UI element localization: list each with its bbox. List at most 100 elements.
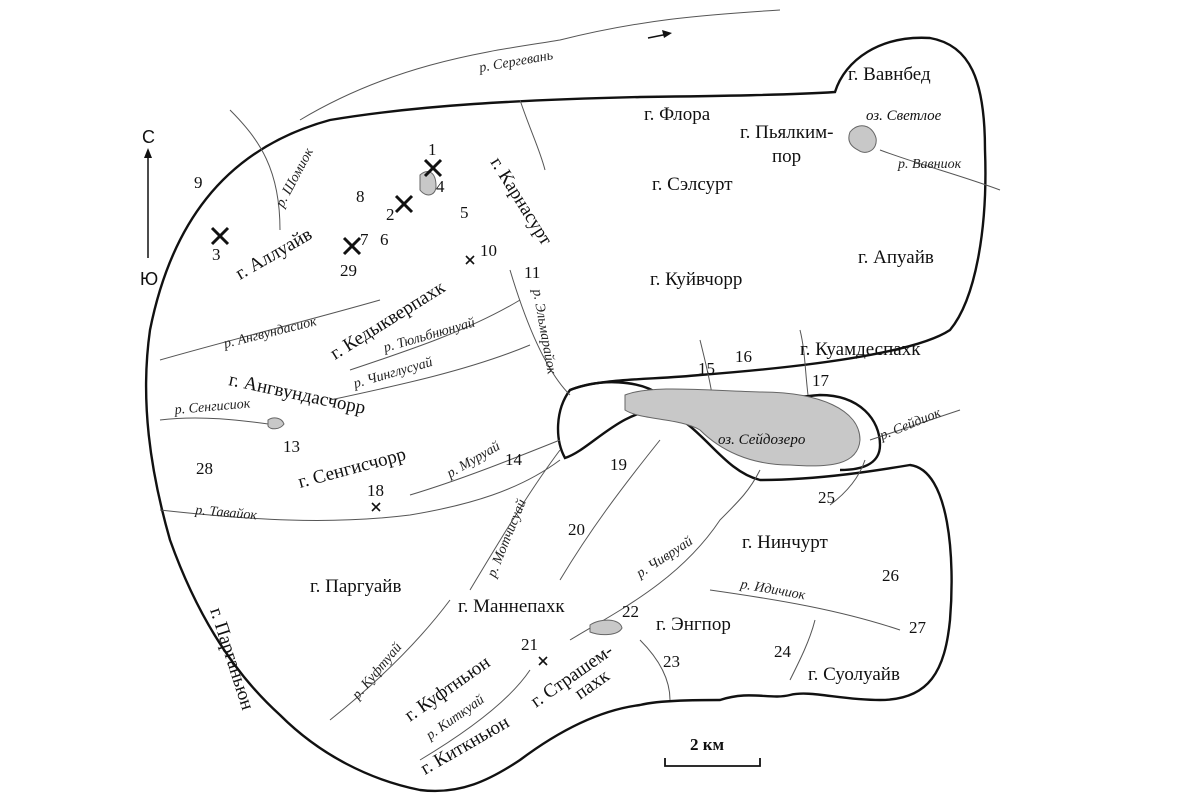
mountain-vavnbed: г. Вавнбед bbox=[848, 64, 931, 85]
lake-seidozero bbox=[624, 388, 861, 467]
mountain-pyalkimpor-1: г. Пьялким- bbox=[740, 122, 834, 143]
lake-svetloe-label: оз. Светлое bbox=[866, 108, 942, 124]
river-sengisiok: р. Сенгисиок bbox=[173, 396, 251, 418]
stream-23 bbox=[639, 639, 671, 701]
mine-symbol-1 bbox=[423, 158, 443, 178]
mountain-kuamdespakhk: г. Куамдеспахк bbox=[800, 339, 921, 360]
flow-arrow-icon bbox=[647, 30, 672, 39]
point-5: 5 bbox=[460, 203, 469, 222]
lake-upper bbox=[419, 171, 437, 196]
stream-seidiok bbox=[869, 409, 961, 441]
river-kuftuai: р. Куфтуай bbox=[349, 640, 405, 703]
river-tavaiok: р. Тавайок bbox=[194, 503, 258, 523]
stream-sergevan bbox=[299, 9, 781, 121]
point-24: 24 bbox=[774, 642, 792, 661]
compass: С Ю bbox=[140, 127, 158, 289]
compass-north: С bbox=[142, 127, 155, 147]
mountain-suoluaiv: г. Суолуайв bbox=[808, 664, 900, 685]
compass-south: Ю bbox=[140, 269, 158, 289]
point-27: 27 bbox=[909, 618, 927, 637]
stream-tyulbnyunuai bbox=[349, 299, 521, 371]
mountain-karnasurt: г. Карнасурт bbox=[486, 154, 557, 250]
point-20: 20 bbox=[568, 520, 585, 539]
point-25: 25 bbox=[818, 488, 835, 507]
mine-symbol-2 bbox=[394, 194, 414, 214]
lake-13 bbox=[267, 417, 285, 430]
point-17: 17 bbox=[812, 371, 830, 390]
point-1: 1 bbox=[428, 140, 437, 159]
point-8: 8 bbox=[356, 187, 365, 206]
mountain-alluaiv: г. Аллуайв bbox=[232, 224, 316, 285]
point-3: 3 bbox=[212, 245, 221, 264]
mountain-sengischorr: г. Сенгисчорр bbox=[296, 444, 408, 493]
river-elmaraiok: р. Эльмарайок bbox=[529, 287, 559, 376]
lake-22 bbox=[589, 619, 623, 636]
mountain-pyalkimpor-2: пор bbox=[772, 146, 801, 167]
stream-24 bbox=[789, 619, 816, 681]
mountain-selsurt: г. Сэлсурт bbox=[652, 174, 733, 195]
mountain-mannepakhk: г. Маннепахк bbox=[458, 596, 565, 617]
mine-symbol-29 bbox=[342, 236, 362, 256]
stream-muruai bbox=[409, 439, 561, 496]
river-vavniok: р. Вавниок bbox=[897, 157, 962, 172]
point-2: 2 bbox=[386, 205, 395, 224]
point-19: 19 bbox=[610, 455, 627, 474]
point-28: 28 bbox=[196, 459, 213, 478]
mine-symbol-3 bbox=[210, 226, 230, 246]
scale-label: 2 км bbox=[690, 735, 725, 754]
point-16: 16 bbox=[735, 347, 752, 366]
scale-bar: 2 км bbox=[664, 735, 761, 767]
stream-chivruai bbox=[569, 469, 761, 641]
stream-17 bbox=[799, 329, 809, 396]
river-shomiok: р. Шомиок bbox=[273, 145, 317, 210]
lake-svetloe bbox=[848, 125, 877, 153]
mountain-ninchurt: г. Нинчурт bbox=[742, 532, 829, 553]
point-18: 18 bbox=[367, 481, 384, 500]
stream-sengisiok bbox=[159, 417, 276, 426]
river-angvundasiok: р. Ангвундасиок bbox=[221, 314, 318, 352]
point-6: 6 bbox=[380, 230, 389, 249]
river-chivruai: р. Чивруай bbox=[633, 534, 695, 582]
stream-karnasurt bbox=[519, 99, 546, 171]
point-14: 14 bbox=[505, 450, 523, 469]
mountain-kuivchorr: г. Куйвчорр bbox=[650, 269, 742, 290]
point-10: 10 bbox=[480, 241, 497, 260]
mountain-apuaiv: г. Апуайв bbox=[858, 247, 934, 268]
point-13: 13 bbox=[283, 437, 300, 456]
stream-shomiok bbox=[229, 109, 281, 231]
stream-angvundasiok bbox=[159, 299, 381, 361]
mountain-parguaiv: г. Паргуайв bbox=[310, 576, 401, 597]
point-21: 21 bbox=[521, 635, 538, 654]
mountain-flora: г. Флора bbox=[644, 104, 711, 125]
stream-tavaiok bbox=[159, 459, 561, 521]
stream-19 bbox=[559, 439, 661, 581]
x-marker-18 bbox=[371, 502, 381, 512]
point-22: 22 bbox=[622, 602, 639, 621]
x-marker-10 bbox=[465, 255, 475, 265]
lake-seidozero-label: оз. Сейдозеро bbox=[718, 432, 806, 448]
compass-arrow-icon bbox=[144, 148, 152, 158]
point-9: 9 bbox=[194, 173, 203, 192]
river-muruai: р. Муруай bbox=[444, 439, 503, 482]
stream-vavniok bbox=[879, 149, 1001, 191]
mountain-parganyun: г. Парганьюн bbox=[205, 605, 258, 713]
mountain-kitknyun: г. Киткньюн bbox=[417, 712, 513, 780]
point-11: 11 bbox=[524, 263, 540, 282]
stream-kuftuai bbox=[329, 599, 451, 721]
x-marker-21 bbox=[538, 656, 548, 666]
point-29: 29 bbox=[340, 261, 357, 280]
point-7: 7 bbox=[360, 230, 369, 249]
stream-chinglusuai bbox=[329, 344, 531, 401]
river-motchisuai: р. Мотчисуай bbox=[484, 497, 529, 580]
mountain-engpor: г. Энгпор bbox=[656, 614, 731, 635]
stream-kitkuai bbox=[419, 669, 531, 761]
stream-motchisuai bbox=[469, 449, 561, 591]
point-4: 4 bbox=[436, 177, 445, 196]
massif-boundary bbox=[144, 36, 987, 793]
stream-idichiok bbox=[709, 589, 901, 631]
point-26: 26 bbox=[882, 566, 899, 585]
point-23: 23 bbox=[663, 652, 680, 671]
point-15: 15 bbox=[698, 359, 715, 378]
stream-25 bbox=[829, 459, 866, 506]
